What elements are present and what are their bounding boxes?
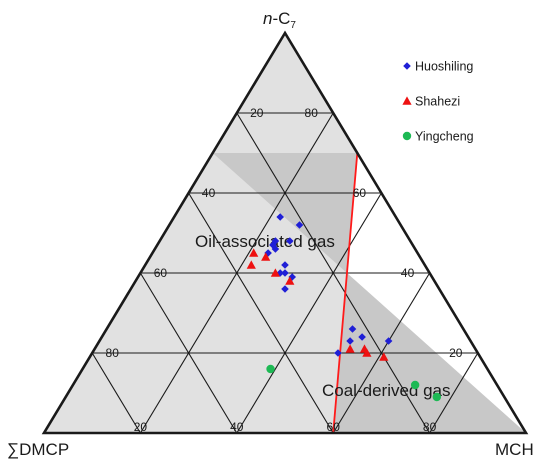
data-point-shahezi — [249, 248, 259, 257]
data-point-shahezi — [261, 252, 271, 261]
grid-line — [188, 192, 334, 434]
data-point-huoshiling — [346, 337, 354, 345]
legend-marker-huoshiling — [403, 62, 411, 70]
data-point-huoshiling — [271, 237, 280, 245]
data-point-huoshiling — [286, 237, 294, 245]
data-point-yingcheng — [266, 364, 275, 374]
vertex-label-left: ∑DMCP — [7, 440, 69, 459]
vertex-label-top: n-C7 — [263, 9, 296, 31]
tick-label: 80 — [305, 106, 319, 120]
regions — [44, 33, 526, 433]
vertex-label-right: MCH — [495, 440, 534, 459]
grid-line — [332, 272, 431, 434]
data-point-huoshiling — [264, 249, 272, 257]
legend-label-shahezi: Shahezi — [415, 95, 460, 109]
tick-label: 20 — [134, 420, 148, 434]
data-point-shahezi — [285, 276, 295, 285]
tick-label: 80 — [423, 420, 437, 434]
grid-line — [91, 352, 141, 434]
tick-label: 20 — [250, 106, 264, 120]
data-point-huoshiling — [358, 333, 366, 341]
coal-region — [212, 153, 526, 433]
data-point-shahezi — [379, 352, 389, 361]
data-points — [246, 213, 442, 402]
region-label-coal: Coal-derived gas — [322, 381, 451, 400]
data-point-shahezi — [270, 268, 280, 277]
data-point-huoshiling — [334, 349, 342, 357]
grid-line — [429, 352, 479, 434]
region-label-oil: Oil-associated gas — [195, 232, 335, 251]
legend-marker-yingcheng — [402, 131, 412, 141]
data-point-huoshiling — [384, 337, 393, 345]
tick-label: 20 — [449, 346, 463, 360]
boundary-line — [332, 152, 359, 434]
triangle-outline — [41, 30, 529, 435]
vertex-label-top-sub: 7 — [290, 20, 296, 31]
legend-label-huoshiling: Huoshiling — [415, 60, 473, 74]
legend-marker-shahezi — [402, 96, 412, 105]
data-point-huoshiling — [281, 269, 289, 277]
vertex-label-top-rest: -C — [272, 9, 290, 28]
grid-line — [236, 192, 382, 434]
data-point-shahezi — [362, 348, 372, 357]
tick-labels: 20 20 20 40 40 40 60 60 60 80 80 80 — [106, 106, 463, 434]
data-point-huoshiling — [281, 261, 289, 269]
grid-line — [139, 272, 238, 434]
data-point-yingcheng — [432, 392, 442, 402]
tick-label: 60 — [327, 420, 341, 434]
legend-label-yingcheng: Yingcheng — [415, 130, 474, 144]
tick-label: 40 — [401, 266, 415, 280]
data-point-huoshiling — [281, 285, 289, 293]
data-point-huoshiling — [276, 213, 284, 221]
data-point-huoshiling — [295, 221, 304, 229]
data-point-shahezi — [345, 344, 355, 353]
vertex-label-top-italic: n — [263, 9, 272, 28]
oil-region — [44, 33, 358, 433]
tick-label: 60 — [353, 186, 367, 200]
tick-label: 40 — [230, 420, 244, 434]
ternary-grid — [91, 112, 479, 434]
tick-label: 60 — [154, 266, 168, 280]
tick-label: 40 — [202, 186, 216, 200]
data-point-huoshiling — [269, 241, 277, 249]
data-point-huoshiling — [288, 273, 296, 281]
data-point-shahezi — [246, 260, 256, 269]
data-point-huoshiling — [348, 325, 357, 333]
tick-label: 80 — [106, 346, 120, 360]
data-point-yingcheng — [410, 380, 420, 390]
data-point-huoshiling — [276, 269, 284, 277]
